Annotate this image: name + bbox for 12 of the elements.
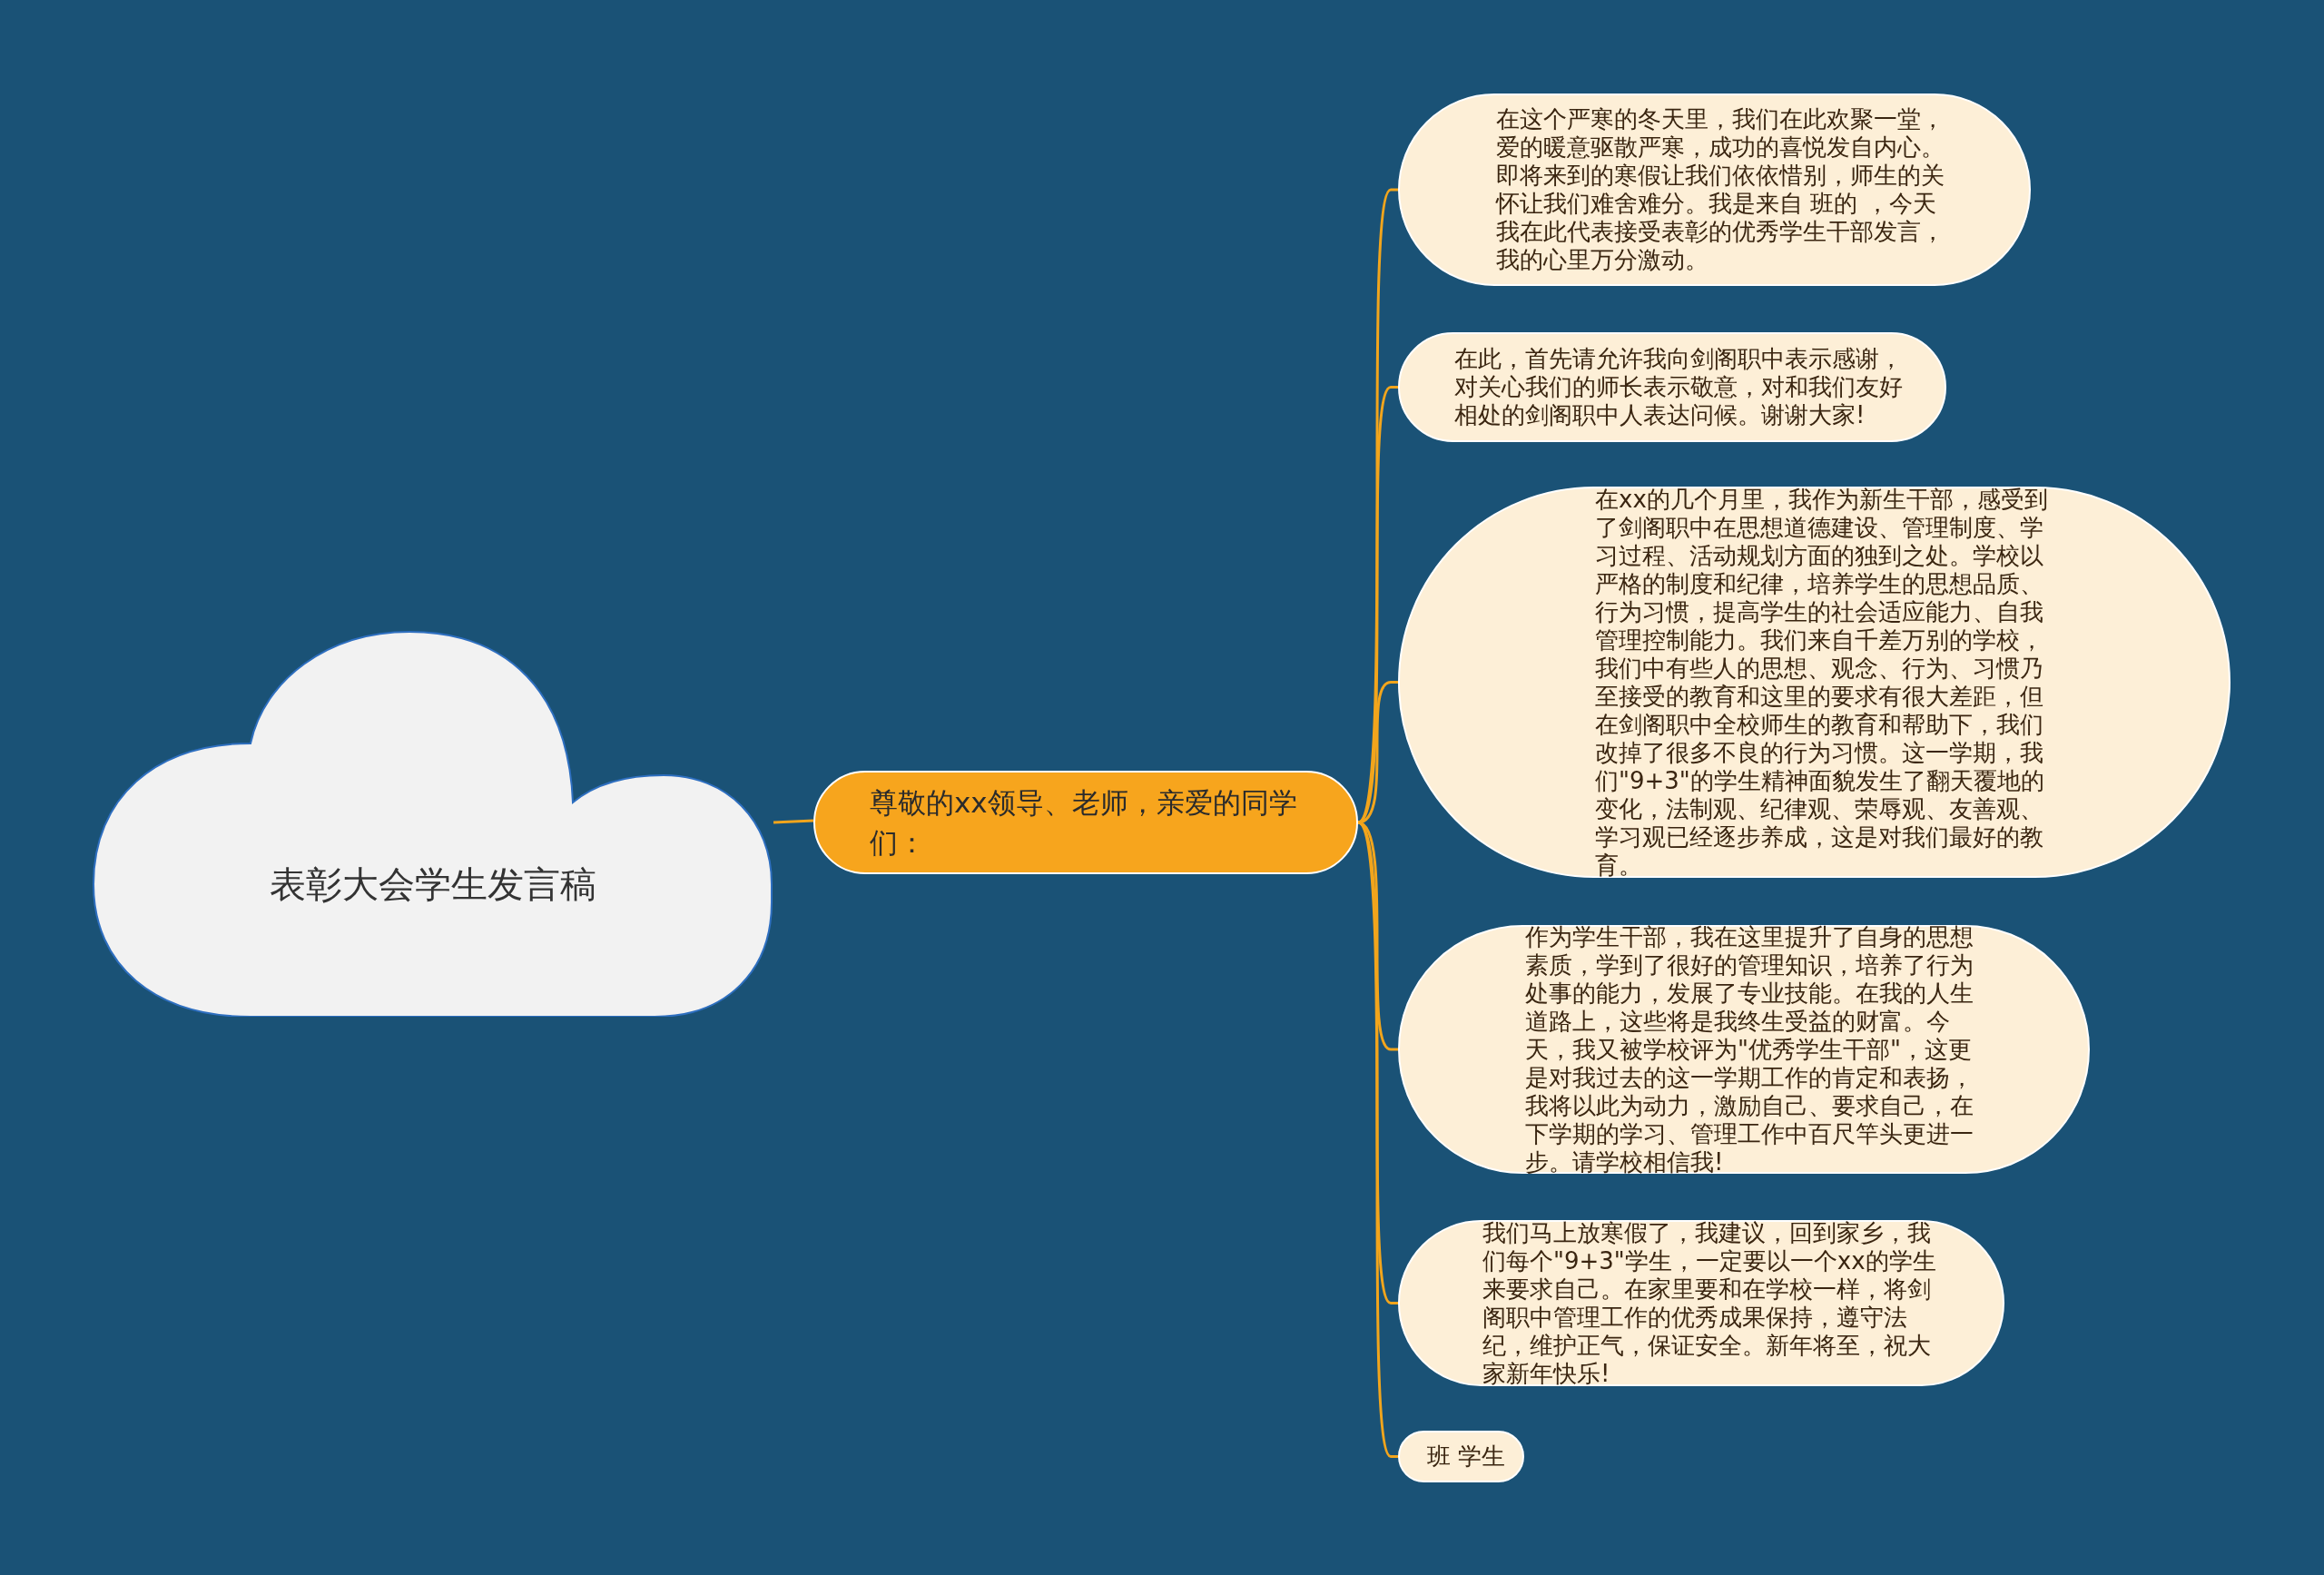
node-text: 作为学生干部，我在这里提升了自身的思想素质，学到了很好的管理知识，培养了行为处事的能力，发展了专业技能。在我的人生道路上，这些将是我终生受益的财富。今天，我又被学校评为"优秀学生干部"，这更是对我过去的这一学期工作的肯定和表扬，我将以此为动力，激励自己、要求自己，在下学期的学习、管理工作中百尺竿头更进一步。请学校相信我! xyxy=(1525,922,1974,1176)
cloud-shape xyxy=(92,630,773,1017)
connector-line xyxy=(1356,822,1398,1458)
node-text: 尊敬的xx领导、老师，亲爱的同学们： xyxy=(870,785,1298,861)
node-text: 班 学生 xyxy=(1427,1442,1507,1471)
node-text: 在此，首先请允许我向剑阁职中表示感谢，对关心我们的师长表示敬意，对和我们友好相处的剑阁职中人表达问候。谢谢大家! xyxy=(1454,345,1904,429)
node-text: 在xx的几个月里，我作为新生干部，感受到了剑阁职中在思想道德建设、管理制度、学习过程、活动规划方面的独到之处。学校以严格的制度和纪律，培养学生的思想品质、行为习惯，提高学生的社会适应能力、自我管理控制能力。我们来自千差万别的学校，我们中有些人的思想、观念、行为、习惯乃至接受的教育和这里的要求有很大差距，但在剑阁职中全校师生的教育和帮助下，我们改掉了很多不良的行为习惯。这一学期，我们"9+3"的学生精神面貌发生了翻天覆地的变化，法制观、纪律观、荣辱观、友善观、学习观已经逐步养成，这是对我们最好的教育。 xyxy=(1595,485,2049,880)
title-text: 表彰大会学生发言稿 xyxy=(268,862,597,907)
text-pill xyxy=(1398,1431,1524,1482)
connector-line xyxy=(773,819,814,824)
node-text: 我们马上放寒假了，我建议，回到家乡，我们每个"9+3"学生，一定要以一个xx的学生来要求自己。在家里要和在学校一样，将剑阁职中管理工作的优秀成果保持，遵守法纪，维护正气，保证安全。新年将至，祝大家新年快乐! xyxy=(1482,1218,1936,1388)
node-text: 在这个严寒的冬天里，我们在此欢聚一堂，爱的暖意驱散严寒，成功的喜悦发自内心。即将来到的寒假让我们依依惜别，师生的关怀让我们难舍难分。我是来自 班的 ，今天我在此代表接受表彰的优秀学生干部发言，我的心里万分激动。 xyxy=(1496,105,1945,274)
